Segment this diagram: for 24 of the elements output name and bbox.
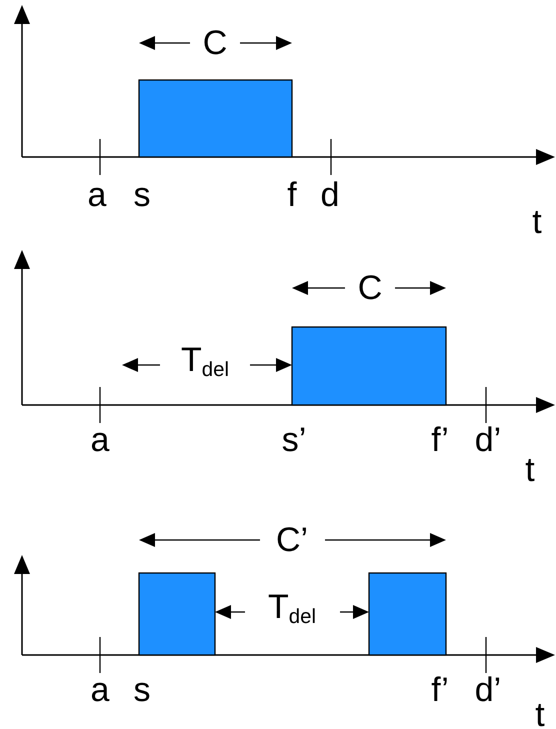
task-bar <box>291 326 447 406</box>
time-label: a <box>90 673 110 707</box>
time-label: a <box>90 423 110 457</box>
time-label: d’ <box>474 673 502 707</box>
time-label: f <box>287 178 297 212</box>
delay-label: T$_{del}$ <box>181 342 229 384</box>
duration-label: C’ <box>276 523 308 557</box>
duration-label: C <box>358 271 382 305</box>
time-label: f’ <box>431 423 449 457</box>
axis-label: t <box>532 205 542 239</box>
time-label: f’ <box>431 673 449 707</box>
duration-label: C <box>202 26 228 60</box>
time-label: s <box>134 673 150 707</box>
time-label: d’ <box>474 423 502 457</box>
task-bar <box>138 79 293 158</box>
axis-label: t <box>525 453 535 487</box>
axis-label: t <box>535 698 545 729</box>
time-label: s’ <box>282 423 306 457</box>
delay-label: T$_{del}$ <box>268 590 316 630</box>
task-bar <box>368 572 447 656</box>
time-label: d <box>320 178 340 212</box>
task-bar <box>138 572 216 656</box>
time-label: a <box>88 178 106 212</box>
time-label: s <box>134 178 150 212</box>
